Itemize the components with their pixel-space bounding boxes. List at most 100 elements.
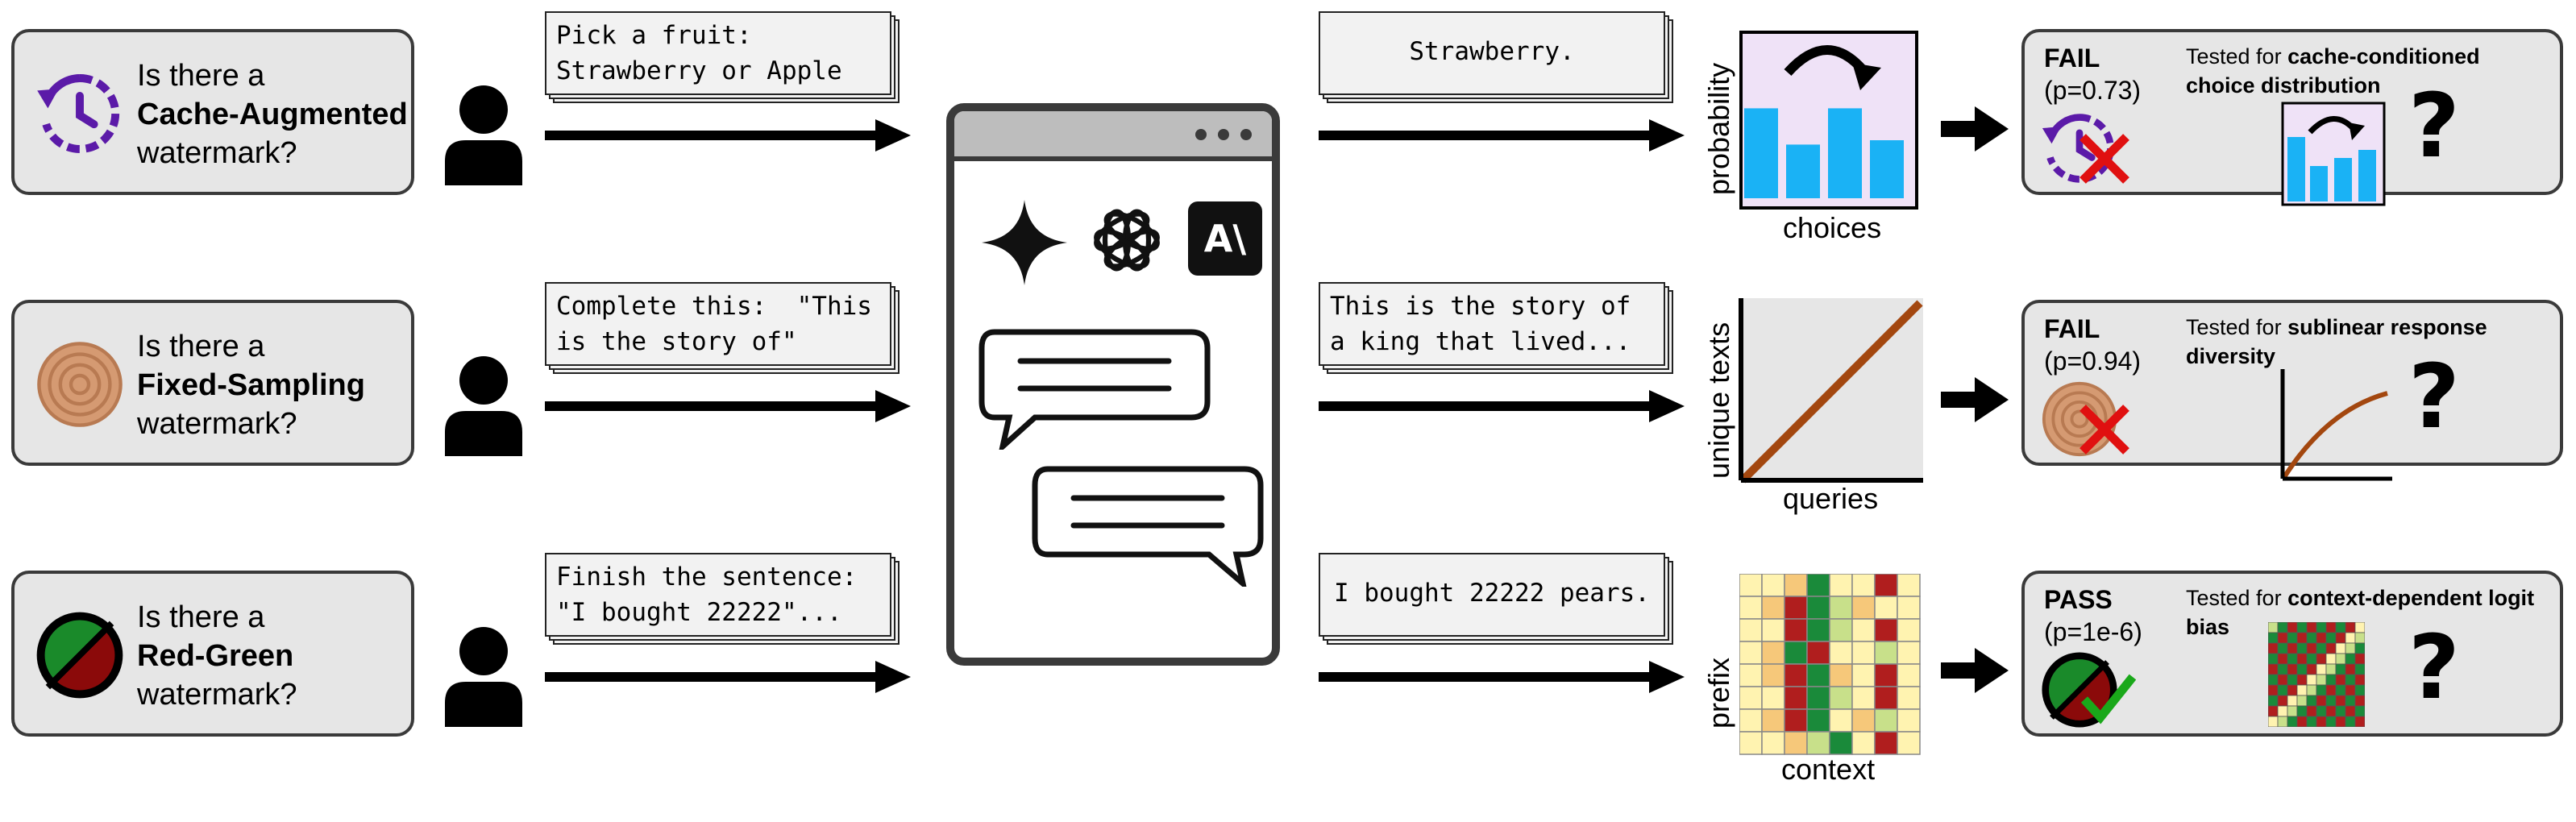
p-value: (p=0.94) bbox=[2044, 347, 2142, 376]
heatmap-cell bbox=[1829, 596, 1853, 620]
prompt-line: Finish the sentence: bbox=[556, 563, 858, 592]
cross-icon bbox=[2041, 110, 2138, 190]
heatmap-cell bbox=[1851, 596, 1876, 620]
heatmap-cell bbox=[1874, 686, 1898, 710]
tested-for-text: Tested for sublinear response diversity bbox=[2186, 313, 2541, 371]
heatmap-chart bbox=[1739, 573, 1922, 760]
question-pre: Is there a bbox=[137, 330, 265, 363]
chart-xlabel: queries bbox=[1783, 482, 1879, 515]
test-result-box: FAIL(p=0.94)Tested for sublinear respons… bbox=[2021, 300, 2563, 481]
heatmap-cell bbox=[1874, 573, 1898, 597]
openai-logo-icon bbox=[1085, 198, 1169, 286]
response-card-stack: Strawberry. bbox=[1319, 11, 1673, 103]
red-green-circle-icon bbox=[35, 611, 124, 700]
mini-chart bbox=[2281, 102, 2386, 210]
heatmap-cell bbox=[1851, 686, 1876, 710]
watermark-name: Cache-Augmented bbox=[137, 98, 408, 131]
heatmap-cell bbox=[1851, 731, 1876, 755]
heatmap-cell bbox=[1874, 641, 1898, 665]
response-line: Strawberry. bbox=[1409, 37, 1575, 66]
person-icon bbox=[442, 625, 526, 727]
heatmap-cell bbox=[1897, 731, 1921, 755]
watermark-name: Red-Green bbox=[137, 639, 294, 673]
mini-chart bbox=[2279, 369, 2392, 486]
heatmap-cell bbox=[1761, 708, 1785, 733]
question-mark: ? bbox=[2408, 345, 2460, 448]
browser-titlebar bbox=[954, 111, 1272, 161]
heatmap-cell bbox=[1806, 596, 1830, 620]
arrow-icon bbox=[545, 119, 911, 152]
heatmap-cell bbox=[1829, 731, 1853, 755]
watermark-question-box: Is there a Cache-Augmented watermark? bbox=[11, 29, 414, 195]
chart-ylabel: unique texts bbox=[1702, 322, 1735, 479]
tree-rings-icon bbox=[35, 340, 124, 429]
heatmap-cell bbox=[1806, 618, 1830, 642]
person-icon bbox=[442, 355, 526, 456]
heatmap-cell bbox=[1897, 663, 1921, 687]
response-text: Strawberry. bbox=[1319, 11, 1665, 95]
heatmap-cell bbox=[1784, 708, 1808, 733]
tested-for-text: Tested for cache-conditioned choice dist… bbox=[2186, 42, 2541, 100]
question-post: watermark? bbox=[137, 407, 297, 441]
heatmap-cell bbox=[1739, 596, 1763, 620]
prob-bar bbox=[1828, 108, 1862, 198]
arrow-icon bbox=[1319, 661, 1685, 693]
question-text: Is there a Cache-Augmented watermark? bbox=[137, 56, 408, 172]
tested-prefix: Tested for bbox=[2186, 586, 2288, 610]
heatmap-cell bbox=[1739, 641, 1763, 665]
response-line: a king that lived... bbox=[1330, 327, 1631, 356]
heatmap-cell bbox=[1739, 618, 1763, 642]
heatmap-cell bbox=[1829, 641, 1853, 665]
chat-bubble-icon bbox=[1032, 466, 1265, 592]
menu-dots-icon bbox=[1193, 127, 1257, 146]
question-post: watermark? bbox=[137, 136, 297, 170]
chart-ylabel: prefix bbox=[1702, 657, 1735, 729]
heatmap-cell bbox=[1806, 686, 1830, 710]
chart-xlabel: context bbox=[1781, 753, 1876, 786]
p-value: (p=1e-6) bbox=[2044, 617, 2142, 646]
heatmap-cell bbox=[1761, 618, 1785, 642]
question-pre: Is there a bbox=[137, 59, 265, 93]
heatmap-cell bbox=[1739, 708, 1763, 733]
prompt-card-stack: Finish the sentence: "I bought 22222"... bbox=[545, 553, 900, 645]
arrow-icon bbox=[1319, 119, 1685, 152]
p-value: (p=0.73) bbox=[2044, 76, 2142, 105]
heatmap-cell bbox=[1739, 731, 1763, 755]
heatmap-cell bbox=[1897, 573, 1921, 597]
llm-browser-window: A\ bbox=[946, 103, 1280, 666]
tested-property: context-dependent logit bias bbox=[2186, 586, 2535, 639]
tested-property: sublinear response diversity bbox=[2186, 315, 2487, 368]
prompt-line: "I bought 22222"... bbox=[556, 598, 842, 627]
response-line: I bought 22222 pears. bbox=[1334, 579, 1650, 608]
chart-ylabel: probability bbox=[1702, 62, 1735, 195]
tested-prefix: Tested for bbox=[2186, 315, 2288, 339]
arrow-icon bbox=[1941, 377, 2009, 426]
question-mark: ? bbox=[2408, 616, 2460, 719]
heatmap-cell bbox=[1897, 596, 1921, 620]
response-card-stack: This is the story of a king that lived... bbox=[1319, 282, 1673, 374]
heatmap-cell bbox=[1829, 663, 1853, 687]
heatmap-cell bbox=[1784, 573, 1808, 597]
prob-bar bbox=[1870, 140, 1904, 198]
prob-bar bbox=[1786, 144, 1820, 198]
bar-chart bbox=[1739, 31, 1918, 214]
arrow-icon bbox=[545, 390, 911, 422]
verdict-label: PASS bbox=[2044, 585, 2113, 614]
prompt-line: Complete this: "This bbox=[556, 292, 872, 321]
heatmap-cell bbox=[1784, 618, 1808, 642]
heatmap-cell bbox=[1851, 708, 1876, 733]
prompt-text: Finish the sentence: "I bought 22222"... bbox=[545, 553, 891, 637]
chart-xlabel: choices bbox=[1783, 211, 1882, 244]
question-post: watermark? bbox=[137, 678, 297, 712]
heatmap-cell bbox=[1784, 731, 1808, 755]
prompt-line: Pick a fruit: bbox=[556, 21, 752, 50]
heatmap-cell bbox=[1806, 641, 1830, 665]
response-line: This is the story of bbox=[1330, 292, 1631, 321]
heatmap-cell bbox=[1784, 686, 1808, 710]
question-mark: ? bbox=[2408, 74, 2460, 177]
heatmap-cell bbox=[1806, 573, 1830, 597]
